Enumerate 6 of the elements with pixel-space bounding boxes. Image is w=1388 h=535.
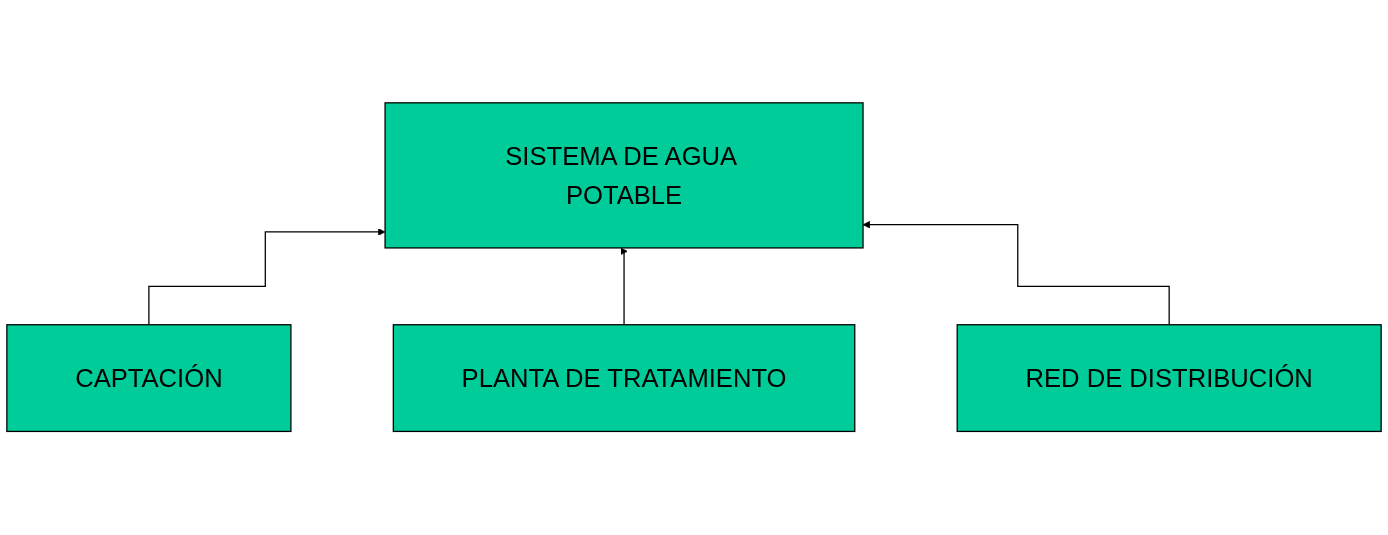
node-box: PLANTA DE TRATAMIENTO	[392, 324, 856, 433]
node-box: CAPTACIÓN	[6, 324, 292, 433]
arrow	[620, 247, 628, 326]
node-box: SISTEMA DE AGUA POTABLE	[384, 102, 864, 249]
node-box: RED DE DISTRIBUCIÓN	[956, 324, 1382, 433]
arrow	[148, 228, 386, 326]
